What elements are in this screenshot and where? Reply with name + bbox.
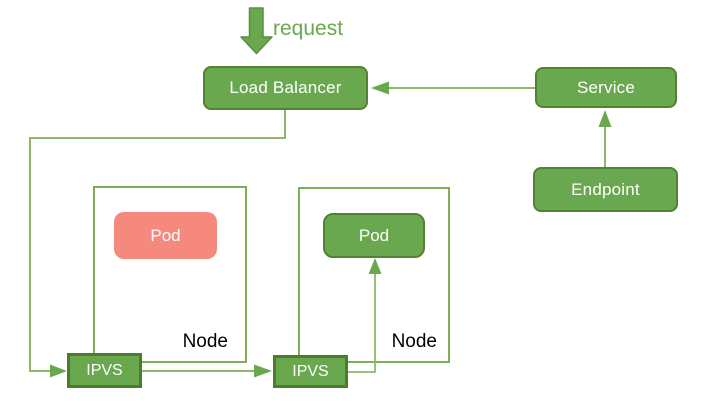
ipvs-2-label: IPVS — [292, 362, 329, 380]
service-label: Service — [576, 77, 636, 97]
arrowhead-service-to-lb — [371, 81, 389, 95]
ipvs-2-box: IPVS — [273, 355, 348, 388]
load-balancer-label: Load Balancer — [229, 78, 342, 97]
arrowhead-lb-to-ipvs1 — [50, 364, 67, 378]
pod-1-label: Pod — [150, 225, 181, 245]
node-1-label: Node — [182, 331, 228, 352]
arrowhead-endpoint-to-service — [598, 110, 612, 127]
ipvs-1-box: IPVS — [67, 353, 142, 388]
request-label: request — [273, 17, 344, 40]
ipvs-1-label: IPVS — [86, 361, 123, 379]
endpoint-label: Endpoint — [571, 179, 640, 199]
arrowhead-ipvs1-to-ipvs2 — [254, 364, 272, 378]
pod-2-box: Pod — [323, 213, 425, 258]
request-arrow-icon — [240, 7, 273, 55]
endpoint-box: Endpoint — [533, 167, 678, 212]
service-box: Service — [535, 67, 677, 108]
pod-2-label: Pod — [358, 225, 390, 245]
pod-1-box: Pod — [114, 212, 217, 259]
load-balancer-box: Load Balancer — [203, 66, 368, 110]
node-2-label: Node — [391, 331, 437, 352]
